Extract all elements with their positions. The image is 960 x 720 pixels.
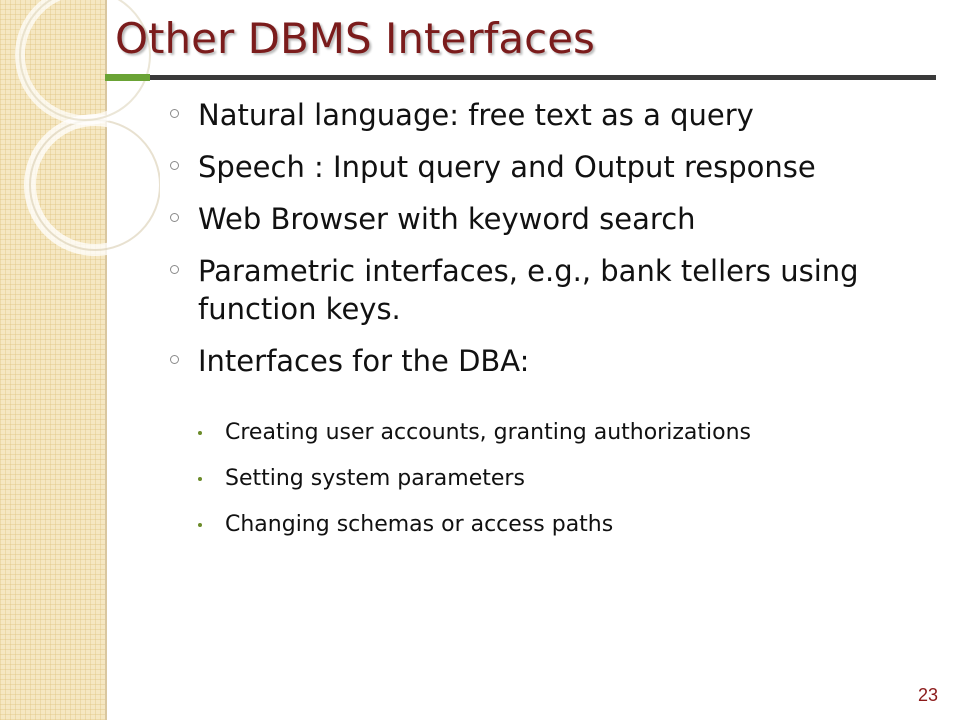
title-underline-rule	[150, 75, 936, 80]
circle-bullet-icon	[170, 109, 179, 118]
bullet-item: Speech : Input query and Output response	[170, 148, 890, 186]
sub-bullet-item: Creating user accounts, granting authori…	[198, 418, 890, 448]
bullet-item: Parametric interfaces, e.g., bank teller…	[170, 252, 890, 328]
sub-bullet-list: Creating user accounts, granting authori…	[170, 418, 890, 556]
bullet-text: Web Browser with keyword search	[198, 202, 696, 236]
sub-bullet-text: Creating user accounts, granting authori…	[225, 420, 751, 445]
bullet-item: Natural language: free text as a query	[170, 96, 890, 134]
circle-bullet-icon	[170, 161, 179, 170]
slide-title: Other DBMS Interfaces	[115, 14, 595, 63]
bullet-text: Parametric interfaces, e.g., bank teller…	[198, 254, 859, 326]
bullet-text: Speech : Input query and Output response	[198, 150, 816, 184]
title-underline-accent	[105, 74, 150, 81]
sub-bullet-item: Setting system parameters	[198, 464, 890, 494]
dot-bullet-icon	[198, 477, 202, 481]
dot-bullet-icon	[198, 523, 202, 527]
page-number: 23	[917, 685, 938, 705]
bullet-text: Natural language: free text as a query	[198, 98, 754, 132]
dot-bullet-icon	[198, 431, 202, 435]
sub-bullet-item: Changing schemas or access paths	[198, 510, 890, 540]
decorative-circles	[15, 0, 160, 256]
circle-bullet-icon	[170, 213, 179, 222]
sub-bullet-text: Changing schemas or access paths	[225, 512, 614, 537]
sub-bullet-text: Setting system parameters	[225, 466, 525, 491]
circle-bullet-icon	[170, 265, 179, 274]
circle-bullet-icon	[170, 355, 179, 364]
bullet-text: Interfaces for the DBA:	[198, 344, 530, 378]
bullet-item: Web Browser with keyword search	[170, 200, 890, 238]
bullet-list: Natural language: free text as a query S…	[170, 96, 890, 394]
bullet-item: Interfaces for the DBA:	[170, 342, 890, 380]
